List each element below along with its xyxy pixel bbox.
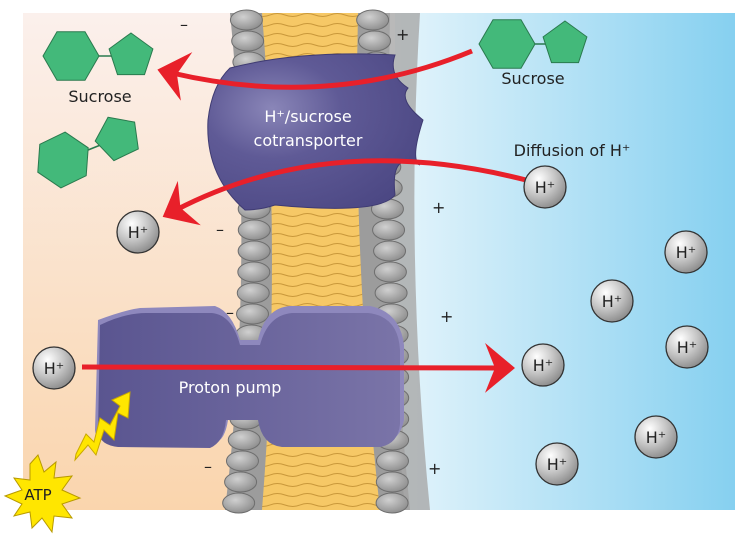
lipid-head bbox=[237, 219, 271, 241]
lipid-head bbox=[374, 282, 408, 304]
proton-label: H⁺ bbox=[677, 338, 697, 357]
proton-ion: H⁺ bbox=[590, 279, 634, 323]
lipid-head bbox=[375, 450, 409, 472]
proton-label: H⁺ bbox=[676, 243, 696, 262]
atp-energy: ATP bbox=[3, 391, 131, 534]
lipid-head bbox=[231, 30, 265, 52]
glucose-ring bbox=[478, 19, 536, 69]
proton-label: H⁺ bbox=[535, 178, 555, 197]
energy-bolt-icon bbox=[74, 391, 131, 462]
sucrose-molecule bbox=[478, 19, 588, 69]
glucose-ring bbox=[42, 31, 100, 81]
charges: – – – – + + + + bbox=[180, 15, 453, 478]
lipid-head bbox=[225, 450, 259, 472]
atp-starburst-icon bbox=[3, 454, 82, 534]
proton-ion: H⁺ bbox=[116, 210, 160, 254]
proton-ion: H⁺ bbox=[665, 325, 709, 369]
proton-label: H⁺ bbox=[547, 455, 567, 474]
arrows bbox=[81, 48, 527, 393]
h-diffusion-arrow bbox=[162, 158, 527, 226]
lipid-head bbox=[222, 492, 256, 514]
proton-ion: H⁺ bbox=[521, 343, 565, 387]
proton-ion: H⁺ bbox=[523, 165, 567, 209]
lipid-head bbox=[373, 240, 407, 262]
proton-label: H⁺ bbox=[128, 223, 148, 242]
lipid-head bbox=[237, 261, 271, 283]
sucrose-molecule bbox=[42, 31, 154, 81]
lipid-head bbox=[373, 261, 407, 283]
cotransporter-label: H⁺/sucrose bbox=[264, 107, 351, 126]
charge-outside: + bbox=[432, 198, 445, 217]
lipid-head bbox=[236, 303, 270, 325]
sucrose-molecule bbox=[37, 116, 139, 189]
proton-label: H⁺ bbox=[602, 292, 622, 311]
lipid-head bbox=[372, 219, 406, 241]
proton-pump: Proton pump bbox=[95, 306, 404, 448]
fructose-ring bbox=[94, 116, 139, 162]
fructose-ring bbox=[108, 32, 154, 76]
charge-inside: – bbox=[226, 303, 234, 322]
cotransporter-label: cotransporter bbox=[254, 131, 363, 150]
charge-outside: + bbox=[396, 25, 409, 44]
proton-ions: H⁺ H⁺ H⁺ H⁺ H⁺ H⁺ H⁺ H⁺ H⁺ bbox=[32, 165, 709, 486]
cotransporter-protein: H⁺/sucrose cotransporter bbox=[207, 53, 424, 211]
proton-label: H⁺ bbox=[533, 356, 553, 375]
proton-pump-label: Proton pump bbox=[179, 378, 282, 397]
sucrose-transport-arrow bbox=[157, 48, 473, 101]
glucose-ring bbox=[37, 131, 89, 189]
diffusion-label: Diffusion of H⁺ bbox=[514, 141, 631, 160]
lipid-head bbox=[227, 429, 261, 451]
lipid-head bbox=[356, 9, 390, 31]
proton-ion: H⁺ bbox=[664, 230, 708, 274]
lipid-head bbox=[237, 240, 271, 262]
proton-ion: H⁺ bbox=[535, 442, 579, 486]
proton-ion: H⁺ bbox=[32, 346, 76, 390]
fructose-ring bbox=[542, 20, 588, 64]
sucrose-label-inside: Sucrose bbox=[68, 87, 131, 106]
atp-label: ATP bbox=[24, 486, 51, 504]
lipid-head bbox=[358, 30, 392, 52]
lipid-head bbox=[224, 471, 258, 493]
pump-arrow bbox=[81, 342, 515, 393]
charge-inside: – bbox=[180, 15, 188, 34]
charge-outside: + bbox=[440, 307, 453, 326]
lipid-head bbox=[236, 282, 270, 304]
charge-inside: – bbox=[204, 457, 212, 476]
charge-inside: – bbox=[216, 220, 224, 239]
sucrose-molecules bbox=[37, 19, 588, 189]
lipid-head bbox=[375, 492, 409, 514]
proton-label: H⁺ bbox=[646, 428, 666, 447]
lipid-head bbox=[229, 9, 263, 31]
proton-ion: H⁺ bbox=[634, 415, 678, 459]
proton-label: H⁺ bbox=[44, 359, 64, 378]
charge-outside: + bbox=[428, 459, 441, 478]
lipid-head bbox=[375, 471, 409, 493]
sucrose-label-outside: Sucrose bbox=[501, 69, 564, 88]
